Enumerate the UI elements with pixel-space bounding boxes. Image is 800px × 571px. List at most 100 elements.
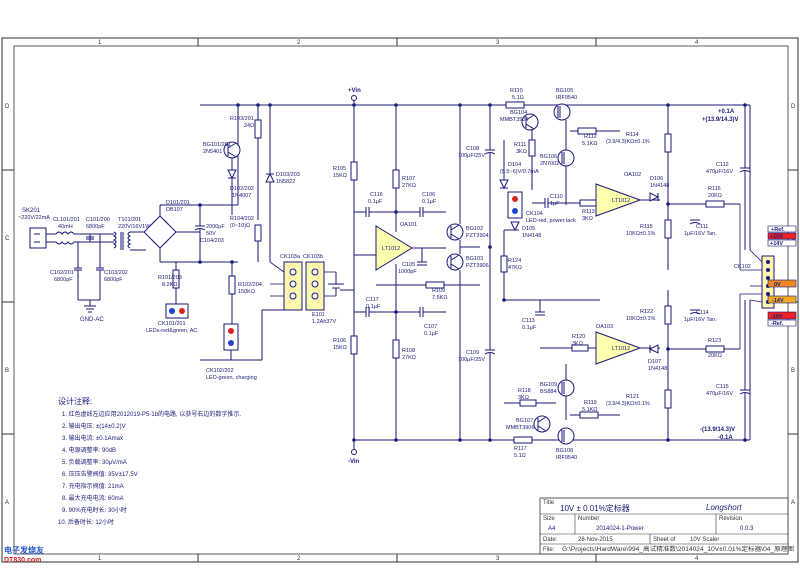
value-r116: 20KΩ	[708, 193, 722, 199]
sheet-title: 10V Scaler	[690, 537, 719, 543]
notes-heading: 设计注释:	[58, 396, 92, 406]
port-label: -14V	[772, 298, 784, 304]
label-r108: R108	[402, 348, 415, 354]
value-c113: 0.1μF	[522, 325, 537, 331]
label-d105: D105	[522, 226, 535, 232]
label-vin-neg: -Vin	[348, 459, 360, 465]
label-ck101: CK101/201	[158, 321, 186, 327]
label-gnd-ac: GND-AC	[80, 317, 104, 323]
label-d106: D106	[650, 176, 663, 182]
opamp-oa102	[595, 183, 642, 217]
port-label: -Ref.	[771, 321, 784, 327]
title-label: Title	[543, 500, 555, 506]
label-c114: C114	[696, 310, 709, 316]
led-connector-ck104	[507, 191, 523, 219]
note-item: 5. 负载调整率: 30μV/mA	[62, 458, 127, 466]
label-c110: C110	[550, 194, 563, 200]
port-label: +10V	[770, 234, 783, 240]
label-r101: R101/203	[158, 275, 182, 281]
value-d106: 1N4148	[650, 183, 669, 189]
label-bg101: BG101/201	[203, 142, 231, 148]
label-bg107: BG107	[516, 418, 533, 424]
label-r104: R104/202	[230, 216, 254, 222]
label-oa102: OA102	[624, 172, 641, 178]
label-c101: C101/200	[86, 217, 110, 223]
label-r102: R102/204	[238, 282, 262, 288]
label-c108: C108	[466, 146, 479, 152]
col-label: 2	[297, 40, 301, 46]
value-c106: 0.1μF	[422, 199, 437, 205]
value-bg109: BS884	[540, 389, 557, 395]
col-label: 1	[98, 556, 102, 562]
label-d102: D102/202	[230, 186, 254, 192]
note-item: 1. 红色虚线左边应用2012019-P5-1b的电路, 以获号右边的数字推示.	[62, 410, 241, 418]
note-item: 2. 输出电压: ±(14±0.2)V	[62, 422, 126, 430]
watermark-line1: 电子发烧友	[4, 545, 44, 555]
value-c111: 1μF/16V Tan.	[684, 231, 717, 237]
value-bg101: 2N5401	[203, 149, 222, 155]
label-c111: C111	[696, 224, 708, 230]
label-c104: C104/203	[200, 238, 224, 244]
title-value: 10V ± 0.01%定标器	[560, 503, 630, 513]
label-r118: R118	[518, 388, 531, 394]
row-label: D	[791, 104, 796, 110]
value-bg105: IRF9540	[556, 95, 577, 101]
label-out-pos-voltage: +(13.9/14.3)V	[702, 117, 739, 123]
label-r113: R113	[582, 209, 595, 215]
value-r104: (0~10)Ω	[230, 223, 250, 229]
value-e101: 1.2Ah37V	[312, 319, 336, 325]
value-bg102: PZT3904	[466, 233, 489, 239]
date-value: 28-Nov-2015	[578, 537, 613, 543]
label-r117: R117	[514, 446, 527, 452]
label-d103: D103/203	[276, 172, 300, 178]
label-c105: C105	[402, 262, 415, 268]
col-label: 4	[695, 556, 699, 562]
label-sk201: SK201	[22, 208, 41, 214]
value-r114: (3.9/4.3)KΩ±0.1%	[606, 139, 650, 145]
value-cl201: 40mH	[58, 224, 73, 230]
label-r111: R111	[514, 142, 526, 148]
value-r119: 5.1KΩ	[582, 407, 597, 413]
value-ck101: LEDs-red&green, AC	[146, 328, 197, 334]
date-label: Date:	[543, 537, 558, 543]
note-item: 4. 电源调整率: 90dB	[62, 446, 116, 454]
company-name: Longshort	[706, 503, 742, 512]
label-d101: D101/201	[166, 200, 190, 206]
value-r113: 3KΩ	[582, 216, 593, 222]
ac-input-section: SK201 ~220V/22mA CL101/201 40mH C101/200…	[18, 200, 238, 334]
value-r110: 5.1Ω	[512, 95, 524, 101]
label-r114: R114	[626, 132, 639, 138]
value-c109: 100μF/25V	[458, 357, 485, 363]
label-bg106: BG106	[540, 154, 557, 160]
value-r115: 10KΩ±0.1%	[626, 231, 656, 237]
note-item: 3. 输出电流: ±0.1Amax	[62, 434, 123, 442]
file-path: G:\Projects\HardWare\994_高试精准数\2014024_1…	[562, 545, 794, 553]
label-bg109: BG109	[540, 382, 557, 388]
label-r123: R123	[708, 338, 721, 344]
size-label: Size	[543, 516, 555, 522]
value-d105: 1N4148	[522, 233, 541, 239]
design-notes: 设计注释: 1. 红色虚线左边应用2012019-P5-1b的电路, 以获号右边…	[58, 396, 241, 526]
label-r115: R115	[640, 224, 653, 230]
label-ck103b: CK103b	[303, 254, 323, 260]
note-item: 8. 最大充电电流: 60mA	[62, 494, 124, 502]
label-ck102-output: CK102	[734, 264, 751, 270]
value-r121: (3.9/4.3)KΩ±0.1%	[606, 401, 650, 407]
value-c104: 2000μF	[206, 224, 225, 230]
size-value: A4	[548, 526, 556, 532]
revision-label: Revision	[719, 516, 742, 522]
value-d103: 1N5822	[276, 179, 295, 185]
value-r118: 3KΩ	[518, 395, 529, 401]
row-label: B	[791, 368, 795, 374]
junctions	[198, 103, 747, 442]
value-r122: 10KΩ±0.1%	[626, 316, 656, 322]
label-r105: R105	[333, 166, 346, 172]
label-e101: E101	[312, 312, 325, 318]
row-label: C	[5, 236, 10, 242]
label-r109: R109	[432, 288, 445, 294]
value-d102: 1N4007	[232, 193, 251, 199]
value-d101: DB107	[166, 207, 183, 213]
value-ck102: LED-green, charging	[206, 375, 257, 381]
label-r121: R121	[626, 394, 639, 400]
